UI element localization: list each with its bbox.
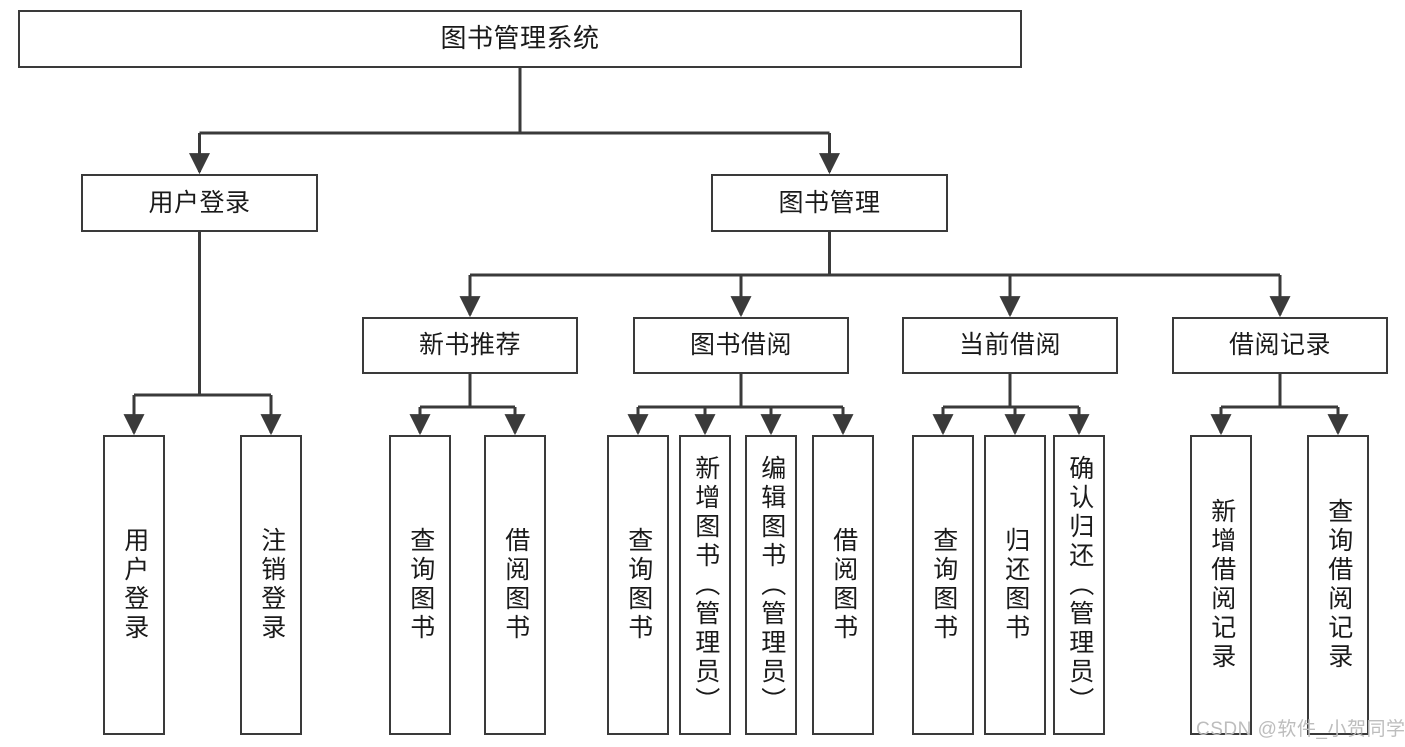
node-label: 新增图书（管理员） (691, 454, 720, 716)
node-borrow-record[interactable]: 借阅记录 (1172, 317, 1388, 374)
node-leaf-8[interactable]: 借阅图书 (812, 435, 874, 735)
node-leaf-1[interactable]: 用户登录 (103, 435, 165, 735)
node-label: 借阅图书 (501, 527, 530, 643)
node-label: 图书管理系统 (440, 23, 600, 54)
node-label: 借阅图书 (829, 527, 858, 643)
node-current-borrow[interactable]: 当前借阅 (902, 317, 1118, 374)
node-leaf-6[interactable]: 新增图书（管理员） (679, 435, 731, 735)
node-leaf-2[interactable]: 注销登录 (240, 435, 302, 735)
node-label: 用户登录 (148, 188, 251, 217)
node-label: 确认归还（管理员） (1065, 454, 1094, 716)
node-label: 图书借阅 (689, 331, 792, 360)
node-label: 新书推荐 (418, 331, 521, 360)
node-new-book-rec[interactable]: 新书推荐 (362, 317, 578, 374)
node-label: 当前借阅 (958, 331, 1061, 360)
node-label: 查询图书 (929, 527, 958, 643)
node-label: 注销登录 (257, 527, 286, 643)
node-leaf-3[interactable]: 查询图书 (389, 435, 451, 735)
node-label: 用户登录 (120, 527, 149, 643)
node-leaf-9[interactable]: 查询图书 (912, 435, 974, 735)
node-user-login[interactable]: 用户登录 (81, 174, 318, 232)
node-leaf-4[interactable]: 借阅图书 (484, 435, 546, 735)
node-leaf-5[interactable]: 查询图书 (607, 435, 669, 735)
watermark: CSDN @软件_小贺同学 (1196, 719, 1405, 740)
node-leaf-7[interactable]: 编辑图书（管理员） (745, 435, 797, 735)
node-leaf-10[interactable]: 归还图书 (984, 435, 1046, 735)
node-leaf-13[interactable]: 查询借阅记录 (1307, 435, 1369, 735)
node-label: 查询图书 (624, 527, 653, 643)
node-label: 查询图书 (406, 527, 435, 643)
node-book-manage[interactable]: 图书管理 (711, 174, 948, 232)
node-label: 借阅记录 (1228, 331, 1331, 360)
node-label: 新增借阅记录 (1207, 498, 1236, 672)
node-label: 图书管理 (778, 188, 881, 217)
node-label: 编辑图书（管理员） (757, 454, 786, 716)
node-leaf-11[interactable]: 确认归还（管理员） (1053, 435, 1105, 735)
node-leaf-12[interactable]: 新增借阅记录 (1190, 435, 1252, 735)
node-label: 查询借阅记录 (1324, 498, 1353, 672)
node-book-borrow[interactable]: 图书借阅 (633, 317, 849, 374)
node-label: 归还图书 (1001, 527, 1030, 643)
node-root[interactable]: 图书管理系统 (18, 10, 1022, 68)
